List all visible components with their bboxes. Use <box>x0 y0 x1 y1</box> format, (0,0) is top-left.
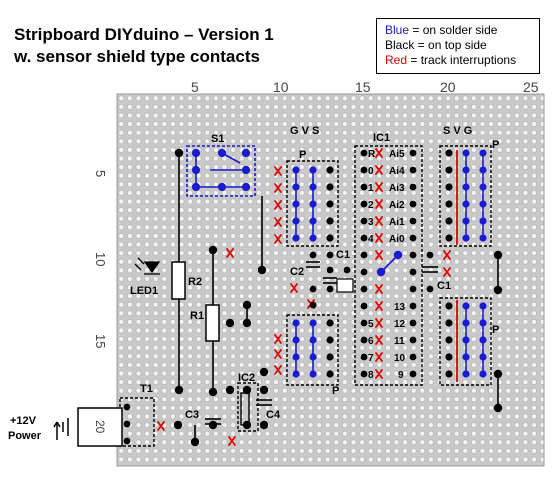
column-number: 5 <box>191 79 199 95</box>
r2-resistor <box>171 261 186 300</box>
r2-label: R2 <box>188 276 202 288</box>
s1-outline <box>186 145 256 197</box>
header-left-bottom-outline <box>286 314 339 386</box>
t1-pins <box>123 403 131 445</box>
ic1-interruptions <box>375 148 383 379</box>
t1-label: T1 <box>140 383 153 395</box>
svg-right-label: S V G <box>443 125 472 137</box>
ic1-pins <box>360 149 417 378</box>
ic1-pin-label: 11 <box>394 336 405 347</box>
row-number: 15 <box>93 334 108 348</box>
ic1-pin-label: Ai3 <box>389 183 405 194</box>
ic1-pin-label: R <box>368 149 376 160</box>
connector-number: 20 <box>93 420 107 434</box>
led1-label: LED1 <box>130 285 158 297</box>
ic1-pin-label: 8 <box>368 370 374 381</box>
ic1-pin-label: 10 <box>394 353 406 364</box>
row-number: 5 <box>93 170 108 177</box>
ic1-pin-label: Ai4 <box>389 166 405 177</box>
legend-red-key: Red <box>385 53 408 67</box>
c3-label: C3 <box>185 409 199 421</box>
ic1-pin-label: 13 <box>394 302 406 313</box>
c4-capacitor <box>256 399 272 406</box>
ic1-pin-label: 3 <box>368 217 374 228</box>
legend-box: Blue = on solder side Black = on top sid… <box>376 18 540 74</box>
ic1-pin-label: 6 <box>368 336 374 347</box>
column-number: 10 <box>273 79 289 95</box>
column-number: 15 <box>355 79 371 95</box>
power-label-voltage: +12V <box>10 415 37 427</box>
ic1-pin-label: Ai5 <box>389 149 405 160</box>
ic1-pin-label: Ai2 <box>389 200 405 211</box>
header-right-top-outline <box>439 145 492 247</box>
legend-blue-key: Blue <box>385 23 410 37</box>
header-right-bottom-outline <box>439 297 492 386</box>
ic2-outline <box>237 382 259 432</box>
ic1-pin-label: 0 <box>368 166 374 177</box>
power-label-text: Power <box>8 430 42 442</box>
ic1-pin-label: 5 <box>368 319 374 330</box>
c2-capacitor <box>306 261 337 284</box>
right-interruptions <box>443 250 451 277</box>
ic1-pin-label: 7 <box>368 353 374 364</box>
ic1-pin-label: 1 <box>368 183 374 194</box>
page-subtitle: w. sensor shield type contacts <box>14 47 260 66</box>
c4-label: C4 <box>266 409 281 421</box>
legend-blue-text: = on solder side <box>409 23 498 37</box>
c1-right-label: C1 <box>437 280 451 292</box>
p-bottom-right-label: P <box>492 324 499 336</box>
ic1-pin-label: 2 <box>368 200 374 211</box>
c1-right-capacitor <box>422 266 438 273</box>
p-bottom-left-label: P <box>332 385 339 397</box>
header-left-top-pins <box>292 166 334 242</box>
ic1-outline <box>354 145 423 386</box>
r1-resistor <box>205 304 220 342</box>
legend-red-text: = track interruptions <box>407 53 517 67</box>
header-right-bottom-pins <box>445 300 487 382</box>
column-number: 20 <box>440 79 456 95</box>
legend-black-text: Black = on top side <box>385 38 487 52</box>
ic1-pin-label: 4 <box>368 234 374 245</box>
s1-label: S1 <box>211 133 224 145</box>
ic1-label: IC1 <box>373 132 390 144</box>
c3-capacitor <box>205 418 221 425</box>
ic1-blue-link <box>376 250 403 277</box>
legend-row-blue: Blue = on solder side <box>385 23 539 38</box>
stripboard <box>117 94 544 466</box>
p-top-left-label: P <box>299 149 306 161</box>
ic1-pin-label: Ai1 <box>389 217 405 228</box>
c2-label: C2 <box>290 266 304 278</box>
header-right-top-pins <box>445 149 487 245</box>
right-wire <box>493 250 503 413</box>
ic2-label: IC2 <box>238 372 255 384</box>
ic1-pin-label: Ai0 <box>389 234 405 245</box>
s1-switch <box>191 148 251 192</box>
header-left-top-outline <box>286 160 339 247</box>
ic1-pin-label: 12 <box>394 319 406 330</box>
legend-row-black: Black = on top side <box>385 38 539 53</box>
ic1-pin-label: 9 <box>398 370 404 381</box>
row-number: 10 <box>93 252 108 266</box>
c1-right-pins <box>426 251 434 293</box>
power-connector <box>53 407 123 447</box>
c1-left-label: C1 <box>336 249 350 261</box>
column-number: 25 <box>523 79 539 95</box>
page-title: Stripboard DIYduino – Version 1 <box>14 25 274 44</box>
header-left-bottom-pins <box>292 319 334 378</box>
gvs-left-label: G V S <box>290 125 319 137</box>
p-top-right-label: P <box>492 139 499 151</box>
led1-symbol <box>134 257 161 275</box>
legend-row-red: Red = track interruptions <box>385 53 539 68</box>
r1-label: R1 <box>190 310 204 322</box>
